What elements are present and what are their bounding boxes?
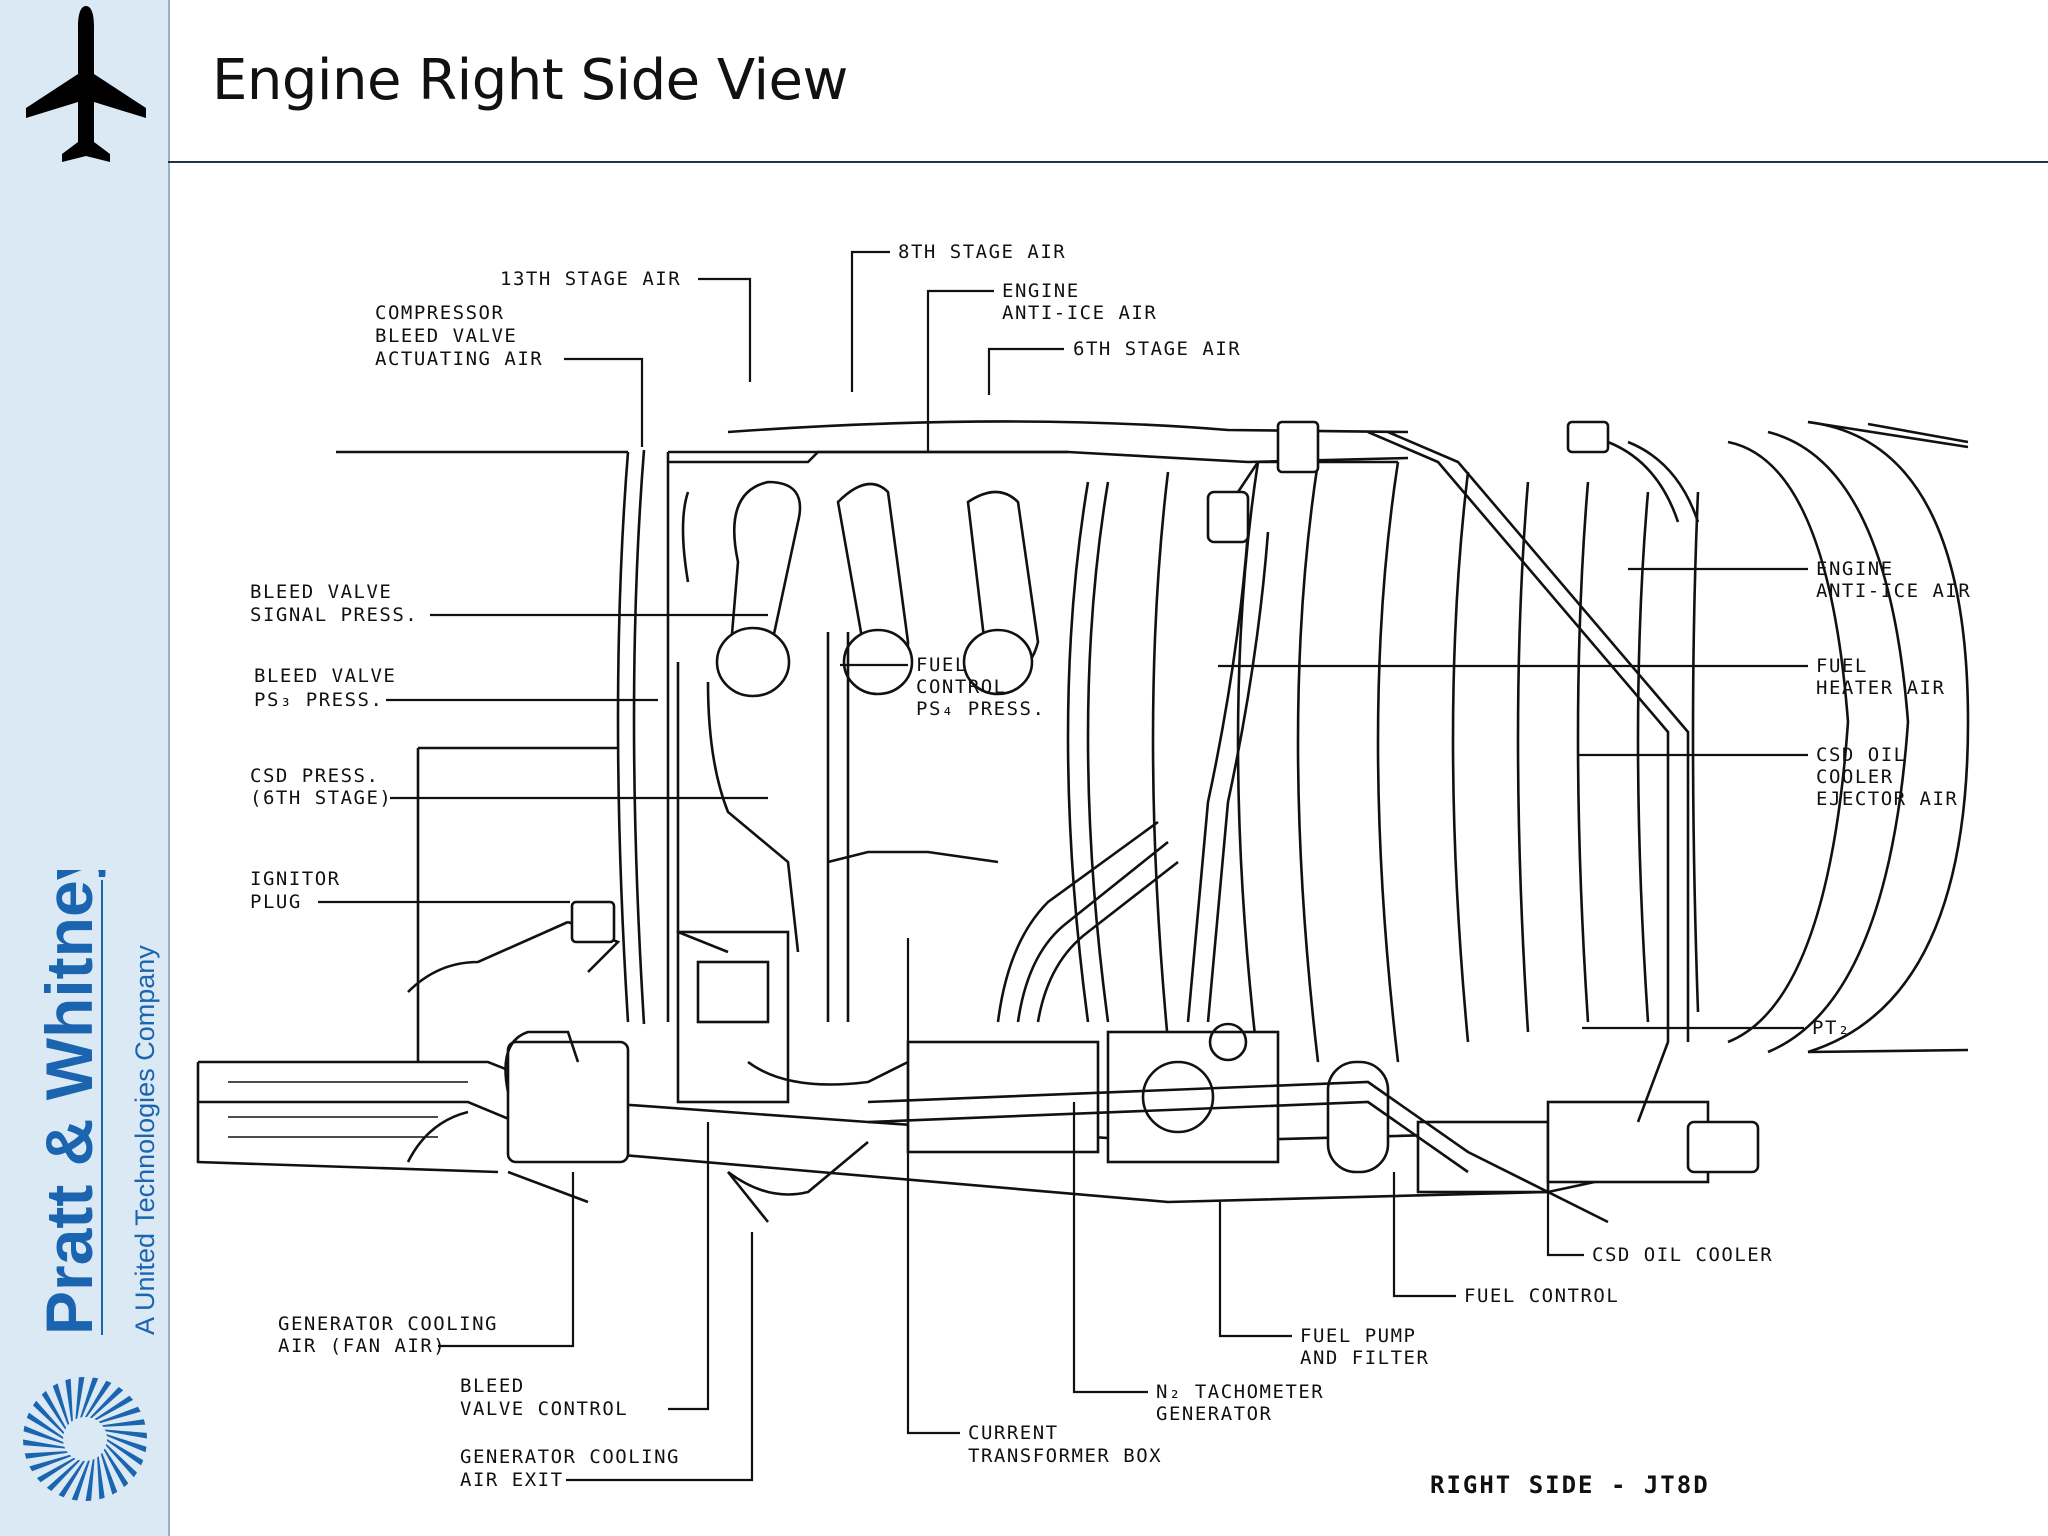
label-fuel-control-ps4-2: CONTROL — [916, 676, 1007, 698]
label-fuel-control-ps4-1: FUEL — [916, 654, 968, 676]
label-bleed-signal-1: BLEED VALVE — [250, 581, 392, 603]
label-gen-cooling-exit-2: AIR EXIT — [460, 1469, 564, 1491]
label-gen-cooling-1: GENERATOR COOLING — [278, 1313, 498, 1335]
label-n2-tach-1: N₂ TACHOMETER — [1156, 1381, 1324, 1403]
label-engine-anti-ice-top-1: ENGINE — [1002, 280, 1080, 302]
diagram-caption: RIGHT SIDE - JT8D — [1430, 1471, 1710, 1499]
label-bleed-valve-ctrl-2: VALVE CONTROL — [460, 1398, 628, 1420]
label-gen-cooling-exit-1: GENERATOR COOLING — [460, 1446, 680, 1468]
label-compressor-bleed-3: ACTUATING AIR — [375, 348, 543, 370]
brand-wordmark: Pratt & Whitney A United Technologies Co… — [32, 843, 160, 1335]
label-csd-ejector-3: EJECTOR AIR — [1816, 788, 1958, 810]
label-n2-tach-2: GENERATOR — [1156, 1403, 1272, 1425]
label-bleed-valve-ctrl-1: BLEED — [460, 1375, 525, 1397]
airplane-icon — [26, 6, 146, 162]
label-csd-oil-cooler: CSD OIL COOLER — [1592, 1244, 1773, 1266]
label-8th-stage-air: 8TH STAGE AIR — [898, 241, 1066, 263]
label-engine-anti-ice-top-2: ANTI-ICE AIR — [1002, 302, 1157, 324]
label-current-tx-2: TRANSFORMER BOX — [968, 1445, 1162, 1467]
title-divider — [168, 161, 2048, 163]
label-fuel-heater-2: HEATER AIR — [1816, 677, 1945, 699]
brand-block: Pratt & Whitney A United Technologies Co… — [20, 843, 160, 1340]
callout-labels: 13TH STAGE AIR COMPRESSOR BLEED VALVE AC… — [250, 241, 1971, 1499]
label-csd-ejector-2: COOLER — [1816, 766, 1894, 788]
label-csd-press-1: CSD PRESS. — [250, 765, 379, 787]
label-fuel-heater-1: FUEL — [1816, 655, 1868, 677]
label-bleed-signal-2: SIGNAL PRESS. — [250, 604, 418, 626]
label-fuel-control-ps4-3: PS₄ PRESS. — [916, 698, 1045, 720]
label-engine-anti-ice-right-2: ANTI-ICE AIR — [1816, 580, 1971, 602]
label-csd-press-2: (6TH STAGE) — [250, 787, 392, 809]
label-fuel-control: FUEL CONTROL — [1464, 1285, 1619, 1307]
label-pt2: PT₂ — [1812, 1017, 1851, 1039]
label-csd-ejector-1: CSD OIL — [1816, 744, 1907, 766]
brand-tagline: A United Technologies Company — [130, 945, 160, 1335]
label-ignitor-2: PLUG — [250, 891, 302, 913]
label-bleed-ps3-1: BLEED VALVE — [254, 665, 396, 687]
label-current-tx-1: CURRENT — [968, 1422, 1059, 1444]
label-fuel-pump-1: FUEL PUMP — [1300, 1325, 1416, 1347]
brand-name: Pratt & Whitney — [32, 870, 106, 1335]
sidebar: Pratt & Whitney A United Technologies Co… — [0, 0, 170, 1536]
label-ignitor-1: IGNITOR — [250, 868, 341, 890]
page-title: Engine Right Side View — [212, 48, 848, 113]
label-compressor-bleed-1: COMPRESSOR — [375, 302, 504, 324]
engine-body — [196, 420, 1970, 1224]
label-compressor-bleed-2: BLEED VALVE — [375, 325, 517, 347]
label-bleed-ps3-2: PS₃ PRESS. — [254, 689, 383, 711]
engine-diagram: 13TH STAGE AIR COMPRESSOR BLEED VALVE AC… — [196, 241, 1971, 1499]
label-13th-stage-air: 13TH STAGE AIR — [500, 268, 681, 290]
label-gen-cooling-2: AIR (FAN AIR) — [278, 1335, 446, 1357]
turbine-burst-icon — [23, 1377, 147, 1501]
label-fuel-pump-2: AND FILTER — [1300, 1347, 1429, 1369]
label-6th-stage-air: 6TH STAGE AIR — [1073, 338, 1241, 360]
label-engine-anti-ice-right-1: ENGINE — [1816, 558, 1894, 580]
